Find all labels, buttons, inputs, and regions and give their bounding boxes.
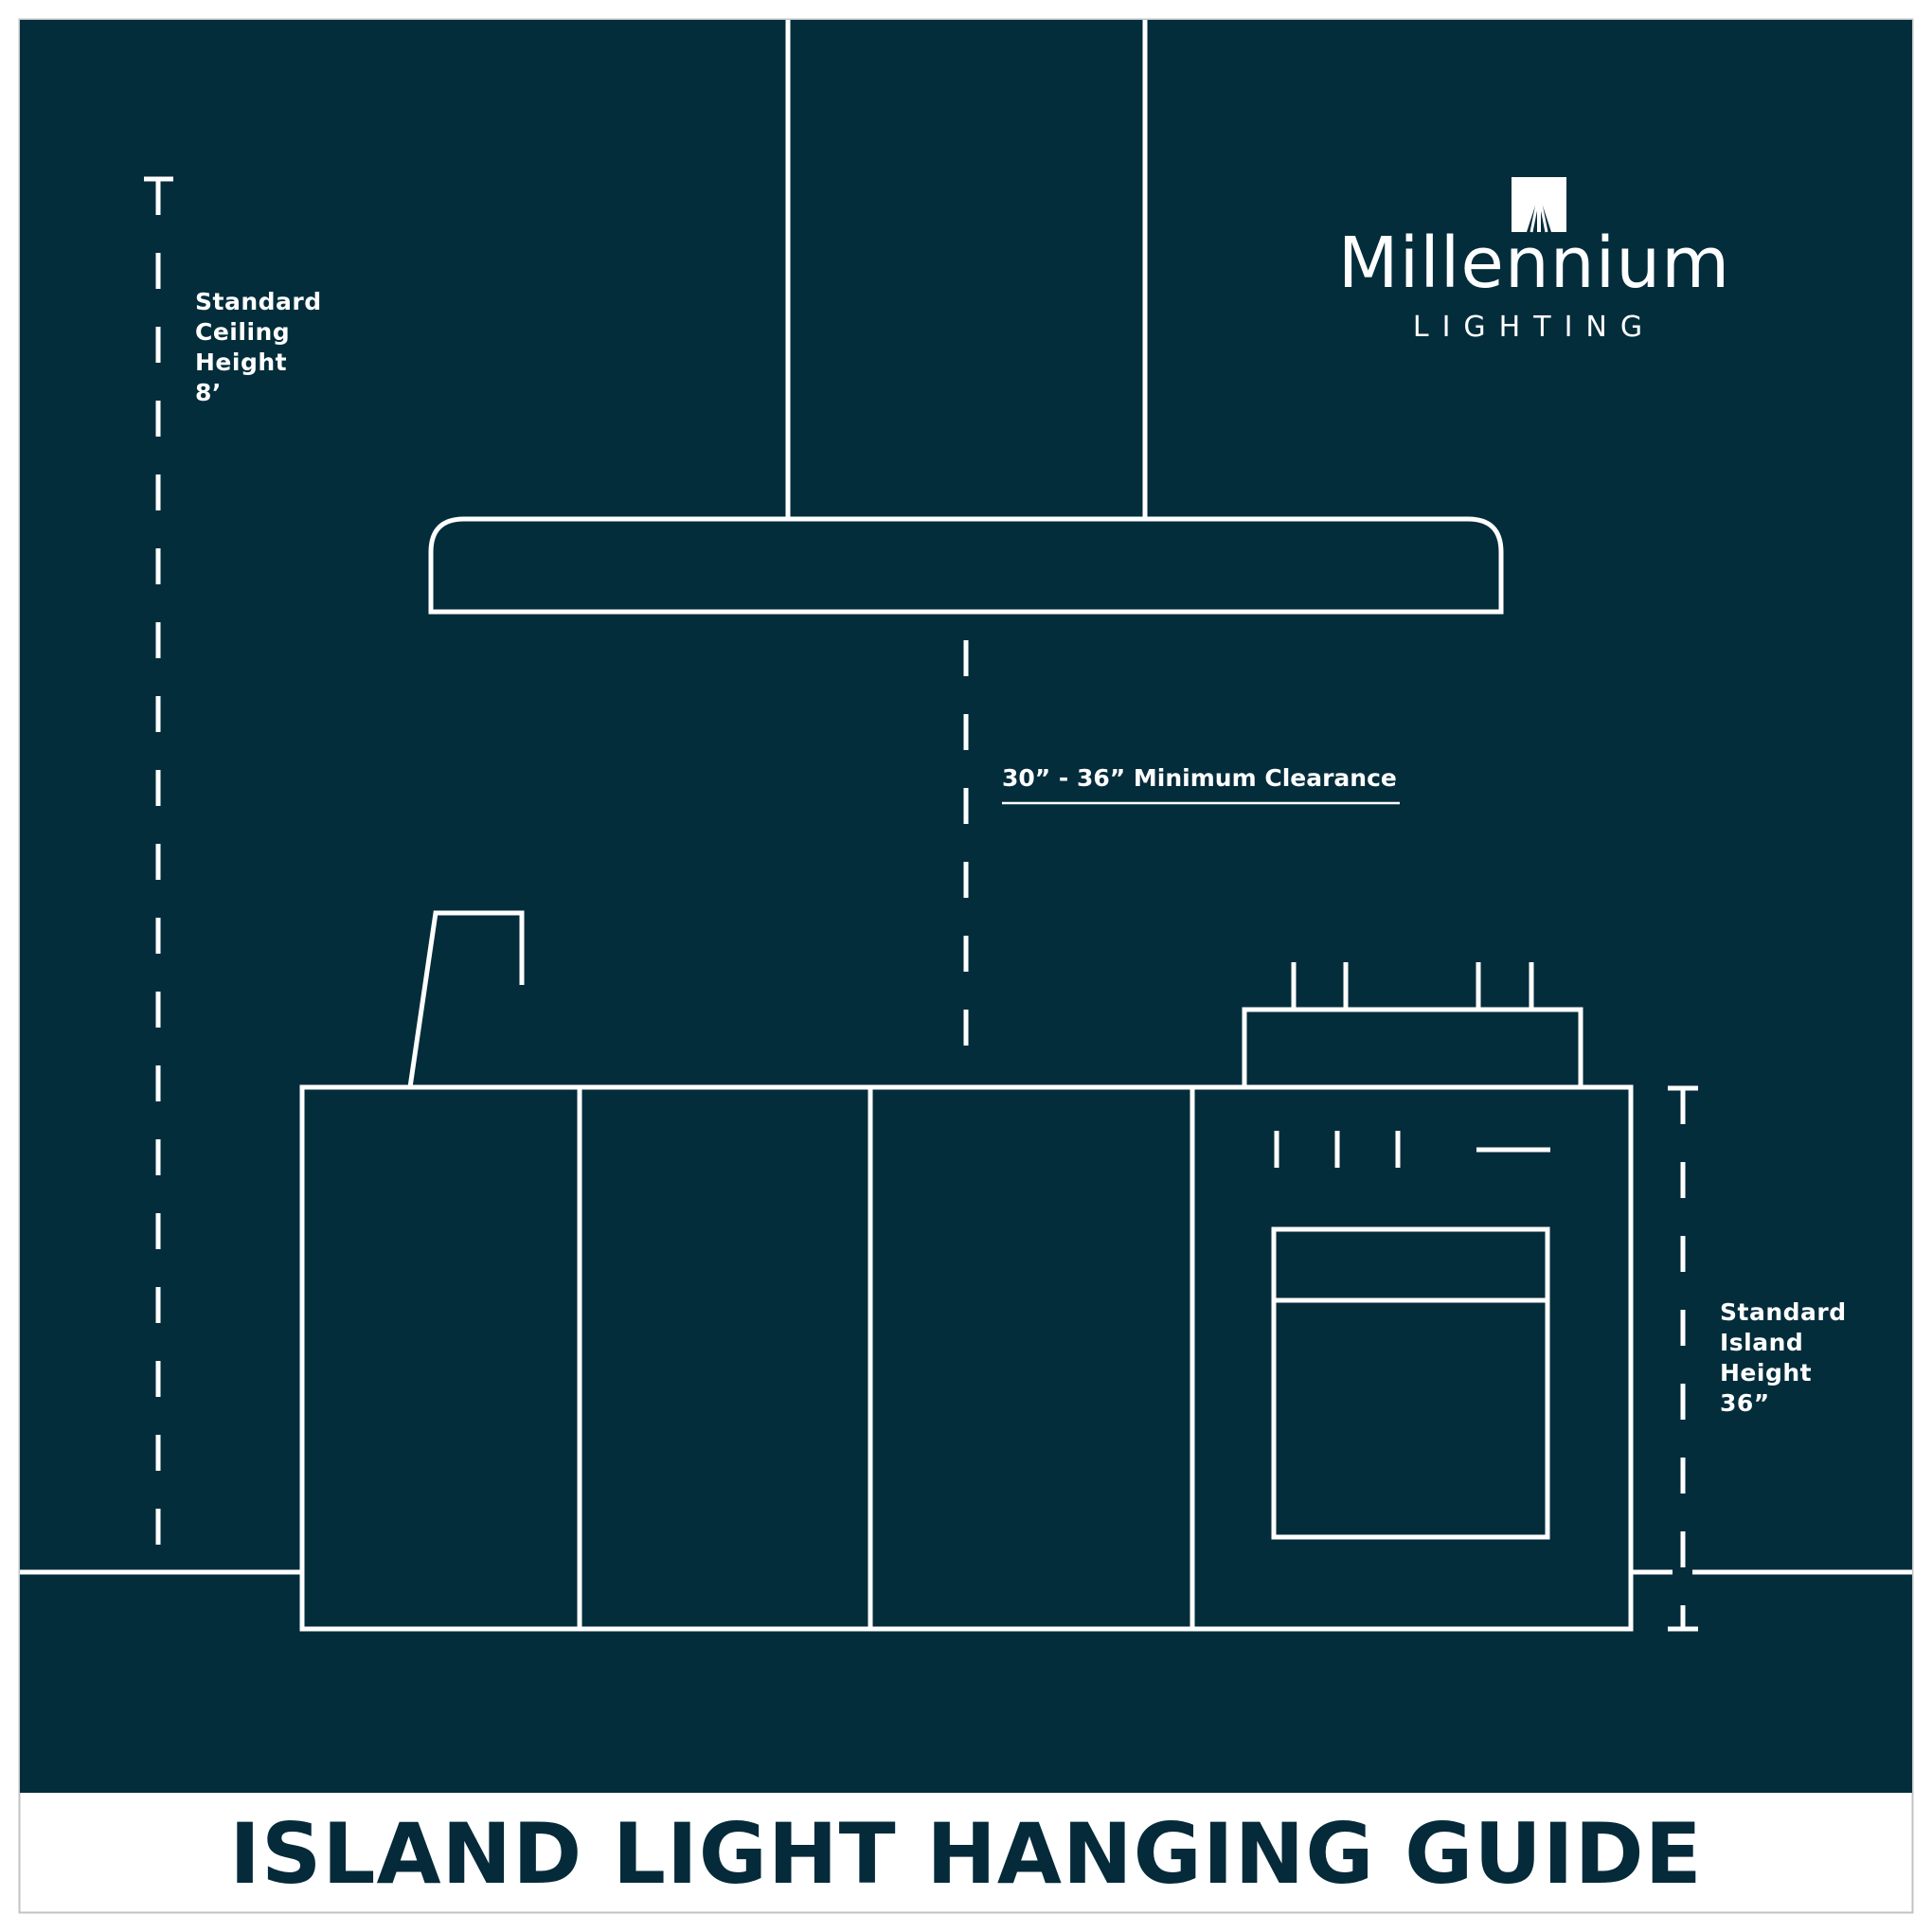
ceiling-height-label: Standard Ceiling Height 8’ xyxy=(195,287,322,408)
island-label-line: Island xyxy=(1720,1329,1804,1356)
cooktop xyxy=(1242,1007,1583,1090)
ceiling-label-line: Standard xyxy=(195,288,322,315)
island-label-line: 36” xyxy=(1720,1389,1770,1417)
ceiling-label-line: Ceiling xyxy=(195,318,291,346)
island-label-line: Height xyxy=(1720,1359,1813,1386)
island-label-line: Standard xyxy=(1720,1298,1847,1326)
millennium-logo-icon xyxy=(1512,177,1566,233)
guide-title: ISLAND LIGHT HANGING GUIDE xyxy=(229,1805,1703,1903)
ceiling-label-line: Height xyxy=(195,349,288,376)
oven-door xyxy=(1271,1226,1550,1540)
ceiling-label-line: 8’ xyxy=(195,379,222,406)
brand-name: Millennium xyxy=(1337,223,1731,304)
brand-subtitle: LIGHTING xyxy=(1412,311,1656,344)
island-height-label: Standard Island Height 36” xyxy=(1720,1297,1847,1419)
island-cabinet xyxy=(299,1084,1634,1632)
faucet xyxy=(407,910,525,1088)
island-light-fixture xyxy=(428,516,1504,615)
clearance-label: 30” - 36” Minimum Clearance xyxy=(1002,764,1397,792)
dark-panel xyxy=(20,20,1912,1793)
